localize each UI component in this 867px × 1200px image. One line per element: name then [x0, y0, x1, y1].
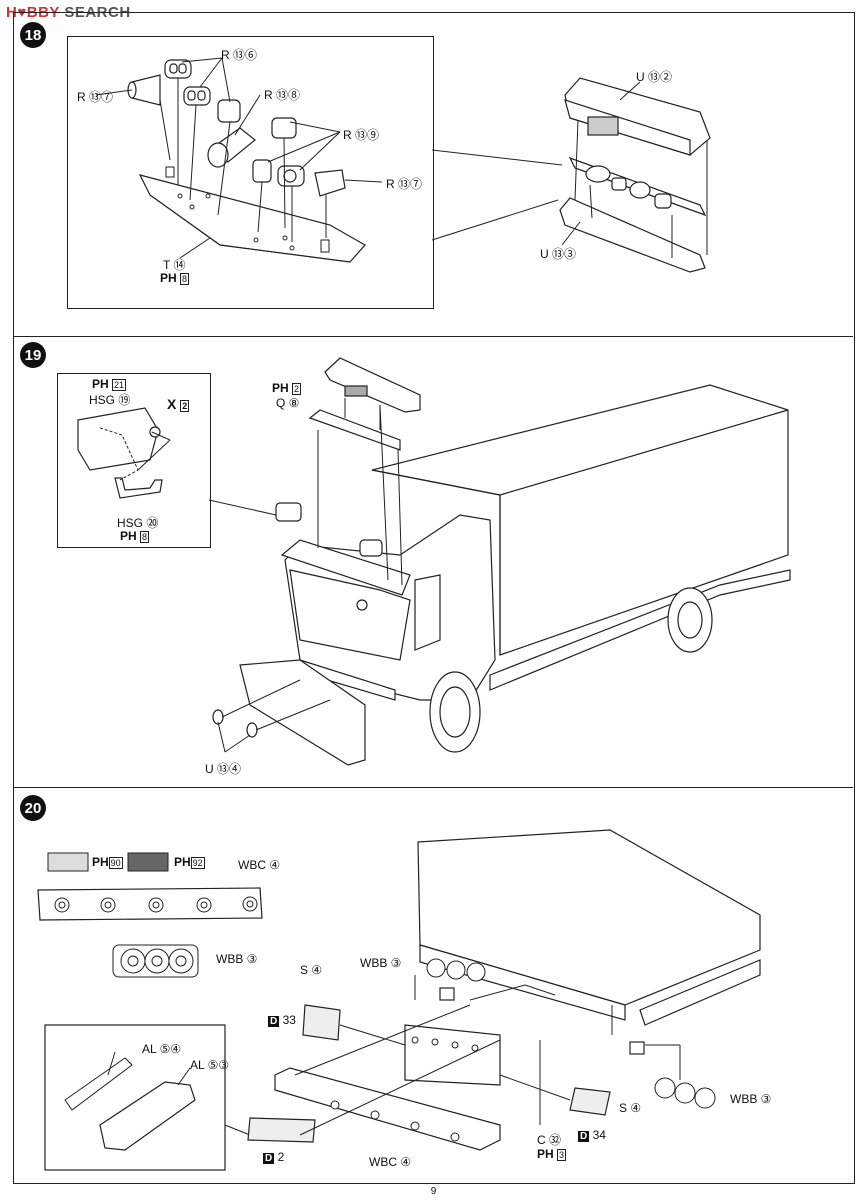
detail-frame	[67, 36, 434, 309]
paint-code: PH 2	[272, 381, 302, 395]
paint-code: PH 8	[120, 529, 150, 543]
step-number: 19	[20, 342, 46, 368]
paint-code: D 2	[263, 1150, 285, 1164]
instruction-page	[13, 12, 855, 1184]
step-number: 18	[20, 22, 46, 48]
paint-code: PH 3	[537, 1147, 567, 1161]
step-19-drawing	[77, 357, 791, 766]
part-label: S ④	[619, 1101, 642, 1115]
part-label: Q ⑧	[276, 396, 300, 410]
part-label: C ㉜	[537, 1133, 562, 1147]
cut-mark: X 2	[167, 396, 190, 412]
part-label: U ⑬③	[540, 247, 577, 261]
part-label: R ⑬⑧	[264, 88, 301, 102]
paint-code: PH 21	[92, 377, 127, 391]
part-label: R ⑬⑦	[386, 177, 423, 191]
part-label: WBB ③	[216, 952, 258, 966]
part-label: U ⑬④	[205, 762, 242, 776]
part-label: AL ⑤③	[190, 1058, 230, 1072]
step-divider	[13, 336, 853, 788]
part-label: HSG ⑳	[117, 516, 159, 530]
part-label: R ⑬⑦	[77, 90, 114, 104]
part-label: T ⑭	[163, 258, 186, 272]
paint-code: PH 8	[160, 271, 190, 285]
part-label: S ④	[300, 963, 323, 977]
part-label: R ⑬⑥	[221, 48, 258, 62]
part-label: WBC ④	[369, 1155, 412, 1169]
part-label: WBB ③	[730, 1092, 772, 1106]
part-label: U ⑬②	[636, 70, 673, 84]
paint-code: D 34	[578, 1128, 606, 1142]
part-label: R ⑬⑨	[343, 128, 380, 142]
step-18-drawing	[95, 57, 711, 273]
step-divider	[13, 12, 853, 337]
page-number: 9	[430, 1186, 437, 1197]
paint-code: D 33	[268, 1013, 296, 1027]
part-label: WBC ④	[238, 858, 281, 872]
step-number: 20	[20, 795, 46, 821]
part-label: AL ⑤④	[142, 1042, 182, 1056]
part-label: WBB ③	[360, 956, 402, 970]
part-label: HSG ⑲	[89, 393, 131, 407]
